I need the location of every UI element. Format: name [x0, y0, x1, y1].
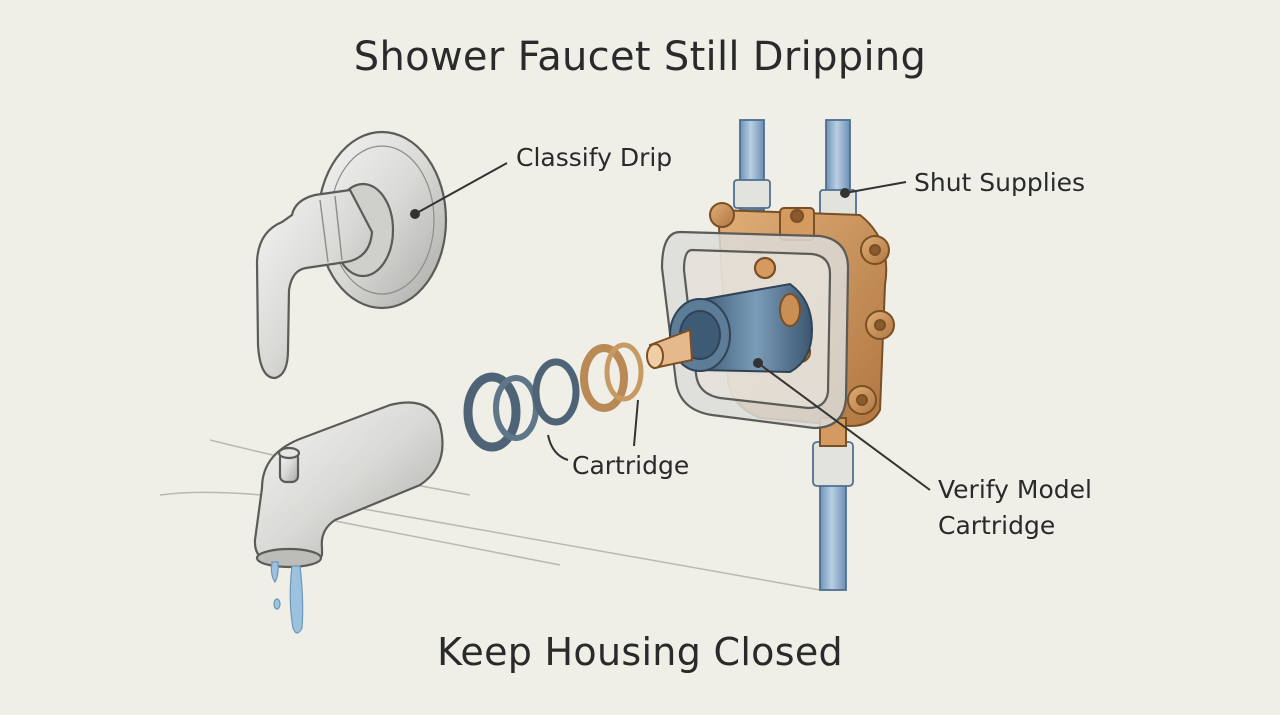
- cartridge-icon: [646, 282, 814, 374]
- callout-verify-line2: Cartridge: [938, 511, 1056, 540]
- callout-verify-line1: Verify Model: [938, 475, 1092, 504]
- water-drip-icon: [270, 561, 304, 634]
- leader-lines: [410, 162, 931, 491]
- lever-handle-icon: [255, 130, 448, 380]
- callout-cartridge: Cartridge: [572, 451, 690, 480]
- page-title: Shower Faucet Still Dripping: [353, 34, 927, 80]
- footer-caption: Keep Housing Closed: [437, 630, 843, 674]
- o-ring-icon: [463, 342, 644, 452]
- tub-spout-icon: [253, 401, 444, 569]
- callout-verify-model: Verify Model Cartridge: [938, 472, 1092, 544]
- callout-classify-drip: Classify Drip: [516, 143, 673, 172]
- callout-shut-supplies: Shut Supplies: [914, 168, 1086, 197]
